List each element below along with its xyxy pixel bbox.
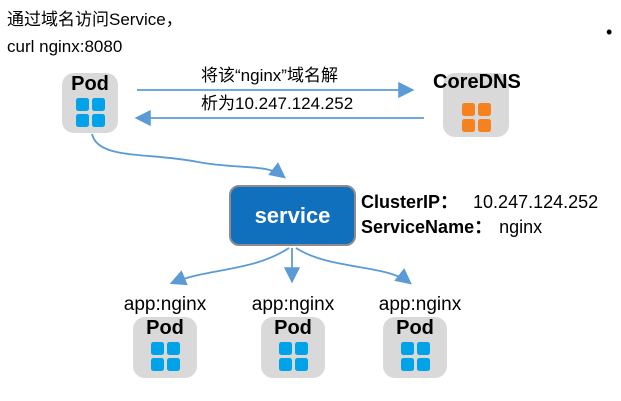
clusterip-value: 10.247.124.252 xyxy=(473,192,599,212)
pod-tiles-icon xyxy=(75,98,105,127)
clusterip-key: ClusterIP： xyxy=(361,192,459,212)
headline-line1: 通过域名访问Service， xyxy=(7,10,183,29)
backend-pod1-selector: app:nginx xyxy=(123,294,207,315)
service-to-pod1-arrow xyxy=(169,247,290,286)
backend-pod3-label: Pod xyxy=(396,317,434,339)
headline-line2: curl nginx:8080 xyxy=(7,37,123,56)
list-bullet: • xyxy=(606,22,613,42)
coredns-node xyxy=(443,73,509,137)
backend-pod1-label: Pod xyxy=(146,317,184,339)
backend-pod1-node: Pod xyxy=(133,317,197,378)
backend-pod2-node: Pod xyxy=(261,317,325,378)
backend-pod3-selector: app:nginx xyxy=(378,294,462,315)
service-to-pod3-arrow xyxy=(295,247,412,285)
backend-pod2-selector: app:nginx xyxy=(251,294,335,315)
pod-tiles-icon xyxy=(150,342,180,371)
dns-resolution-caption: 将该“nginx”域名解 析为10.247.124.252 xyxy=(201,62,353,118)
servicename-value: nginx xyxy=(499,217,543,237)
clusterip-row: ClusterIP： 10.247.124.252 xyxy=(361,190,598,215)
pod-to-service-arrow xyxy=(91,133,286,179)
backend-pod3-node: Pod xyxy=(383,317,447,378)
backend-pod2-label: Pod xyxy=(274,317,312,339)
coredns-tiles-icon xyxy=(461,103,491,132)
servicename-key: ServiceName： xyxy=(361,217,493,237)
dns-caption-line1: 将该“nginx”域名解 xyxy=(201,66,338,85)
servicename-row: ServiceName： nginx xyxy=(361,215,598,240)
headline: 通过域名访问Service， curl nginx:8080 xyxy=(7,6,183,60)
client-pod-label: Pod xyxy=(71,73,109,95)
service-node: service xyxy=(229,185,356,246)
service-info: ClusterIP： 10.247.124.252 ServiceName： ngi… xyxy=(361,190,598,240)
service-label: service xyxy=(254,202,331,228)
dns-caption-line2: 析为10.247.124.252 xyxy=(201,94,354,113)
coredns-label: CoreDNS xyxy=(433,71,521,93)
pod-tiles-icon xyxy=(278,342,308,371)
client-pod-node: Pod xyxy=(62,73,118,133)
pod-tiles-icon xyxy=(400,342,430,371)
